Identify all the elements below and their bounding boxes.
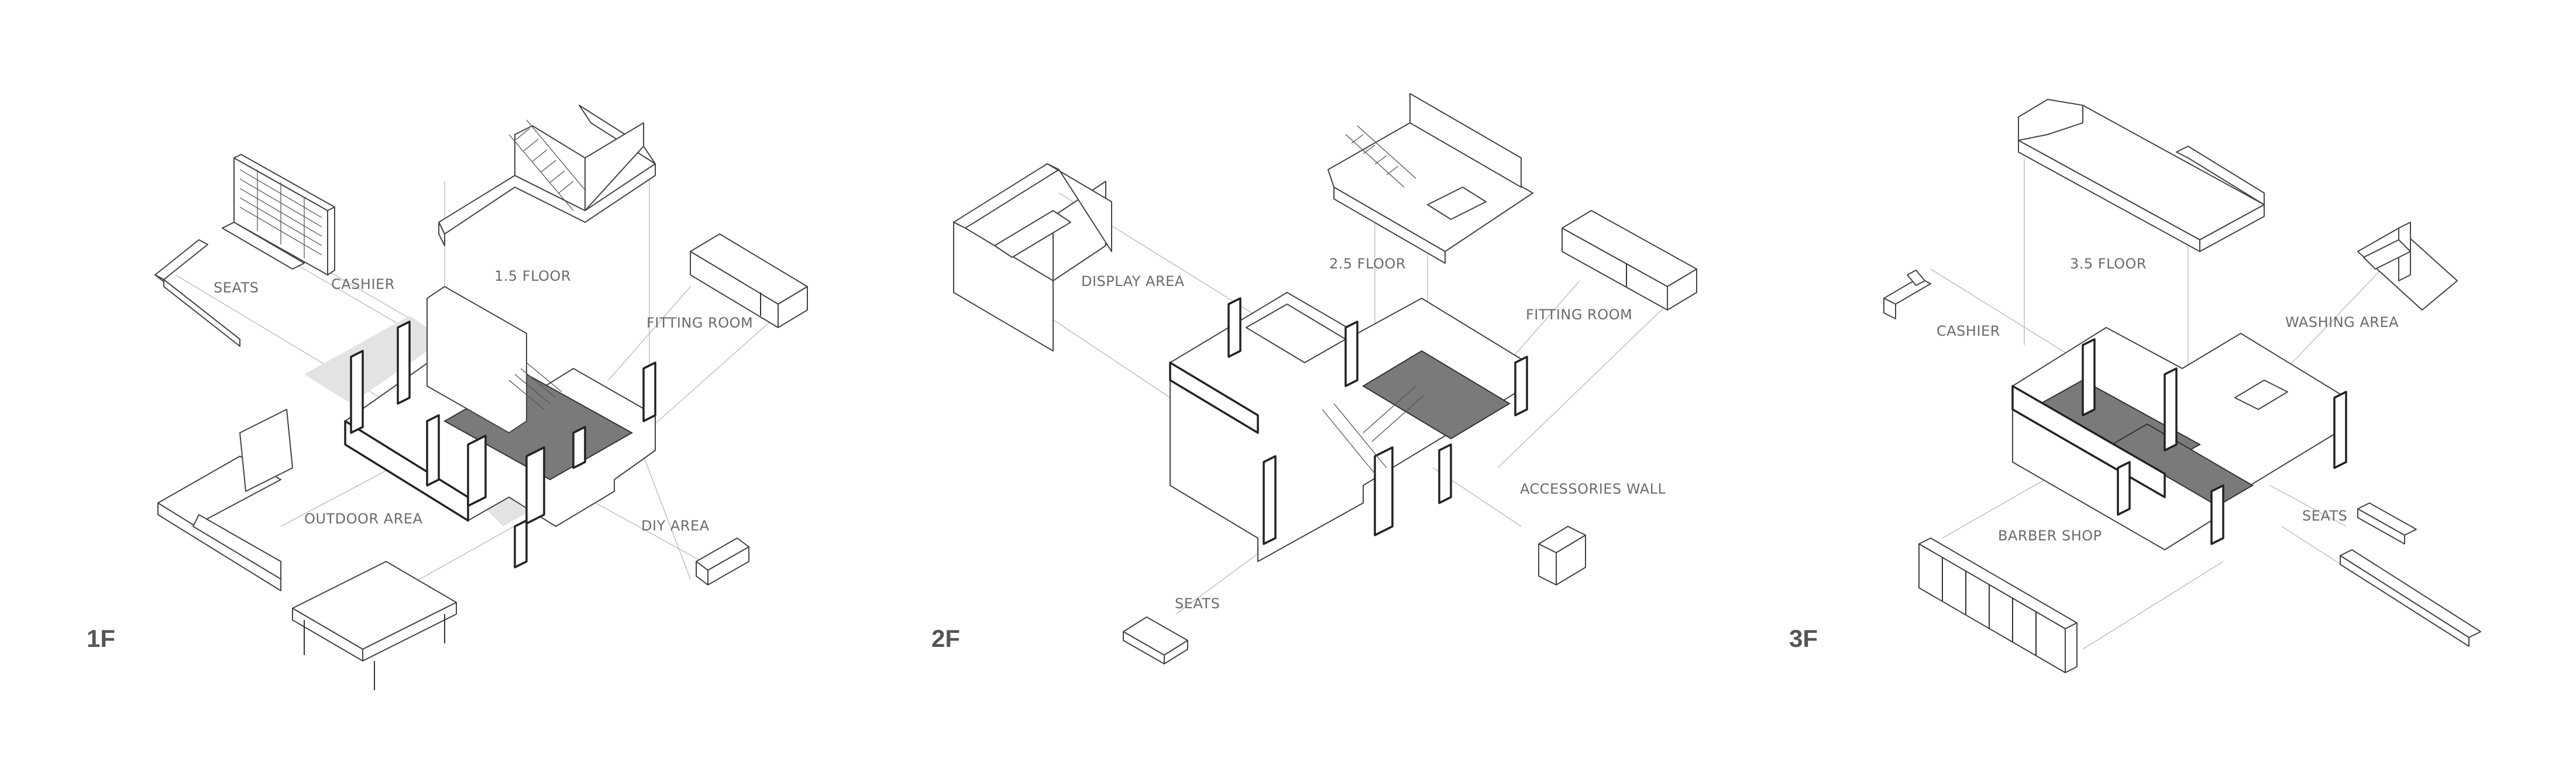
seats-bench-3f — [2340, 502, 2481, 647]
label-mezzanine-3f: 3.5 FLOOR — [2070, 256, 2147, 272]
outdoor-bench-1f — [157, 409, 293, 591]
floor-label-3f: 3F — [1789, 625, 1818, 652]
mezzanine-3-5f — [2018, 99, 2265, 252]
label-diy-area-1f: DIY AREA — [641, 518, 710, 534]
panel-3f-drawing — [1883, 99, 2481, 673]
mezzanine-2-5f — [1327, 93, 1533, 264]
floor-label-2f: 2F — [931, 625, 961, 652]
fitting-room-2f — [1562, 210, 1697, 311]
label-cashier-1f: CASHIER — [331, 276, 395, 292]
main-volume-3f — [2011, 327, 2347, 550]
panel-1f-drawing — [154, 105, 808, 690]
washing-area-3f — [2357, 222, 2458, 311]
cashier-unit-1f — [222, 154, 335, 275]
label-display-area-2f: DISPLAY AREA — [1081, 273, 1185, 290]
mezzanine-1-5f — [438, 105, 656, 246]
barber-counter-3f — [1918, 538, 2078, 673]
label-outdoor-area-1f: OUTDOOR AREA — [304, 511, 423, 527]
label-seats-2f: SEATS — [1175, 595, 1220, 612]
floor-label-1f: 1F — [87, 625, 116, 652]
cashier-unit-3f — [1883, 270, 1931, 319]
seats-bench-1f — [154, 239, 240, 347]
panel-2f-drawing — [953, 93, 1697, 664]
main-volume-1f — [344, 286, 656, 568]
label-washing-area-3f: WASHING AREA — [2285, 314, 2399, 330]
label-mezzanine-1f: 1.5 FLOOR — [494, 268, 572, 284]
label-cashier-3f: CASHIER — [1937, 323, 2000, 339]
label-barber-shop-3f: BARBER SHOP — [1998, 528, 2102, 544]
accessories-wall-2f — [1538, 526, 1586, 585]
fitting-room-1f — [690, 233, 808, 328]
label-fitting-room-1f: FITTING ROOM — [646, 315, 754, 331]
label-seats-3f: SEATS — [2302, 508, 2348, 524]
label-fitting-room-2f: FITTING ROOM — [1526, 306, 1633, 323]
label-mezzanine-2f: 2.5 FLOOR — [1329, 256, 1406, 272]
diy-counter-1f — [696, 538, 749, 585]
outdoor-table-1f — [292, 561, 457, 690]
label-accessories-wall-2f: ACCESSORIES WALL — [1520, 481, 1666, 497]
main-volume-2f — [1169, 292, 1528, 562]
label-seats-1f: SEATS — [214, 280, 259, 296]
display-area-wall-2f — [953, 163, 1112, 352]
seats-bench-2f — [1123, 616, 1188, 664]
